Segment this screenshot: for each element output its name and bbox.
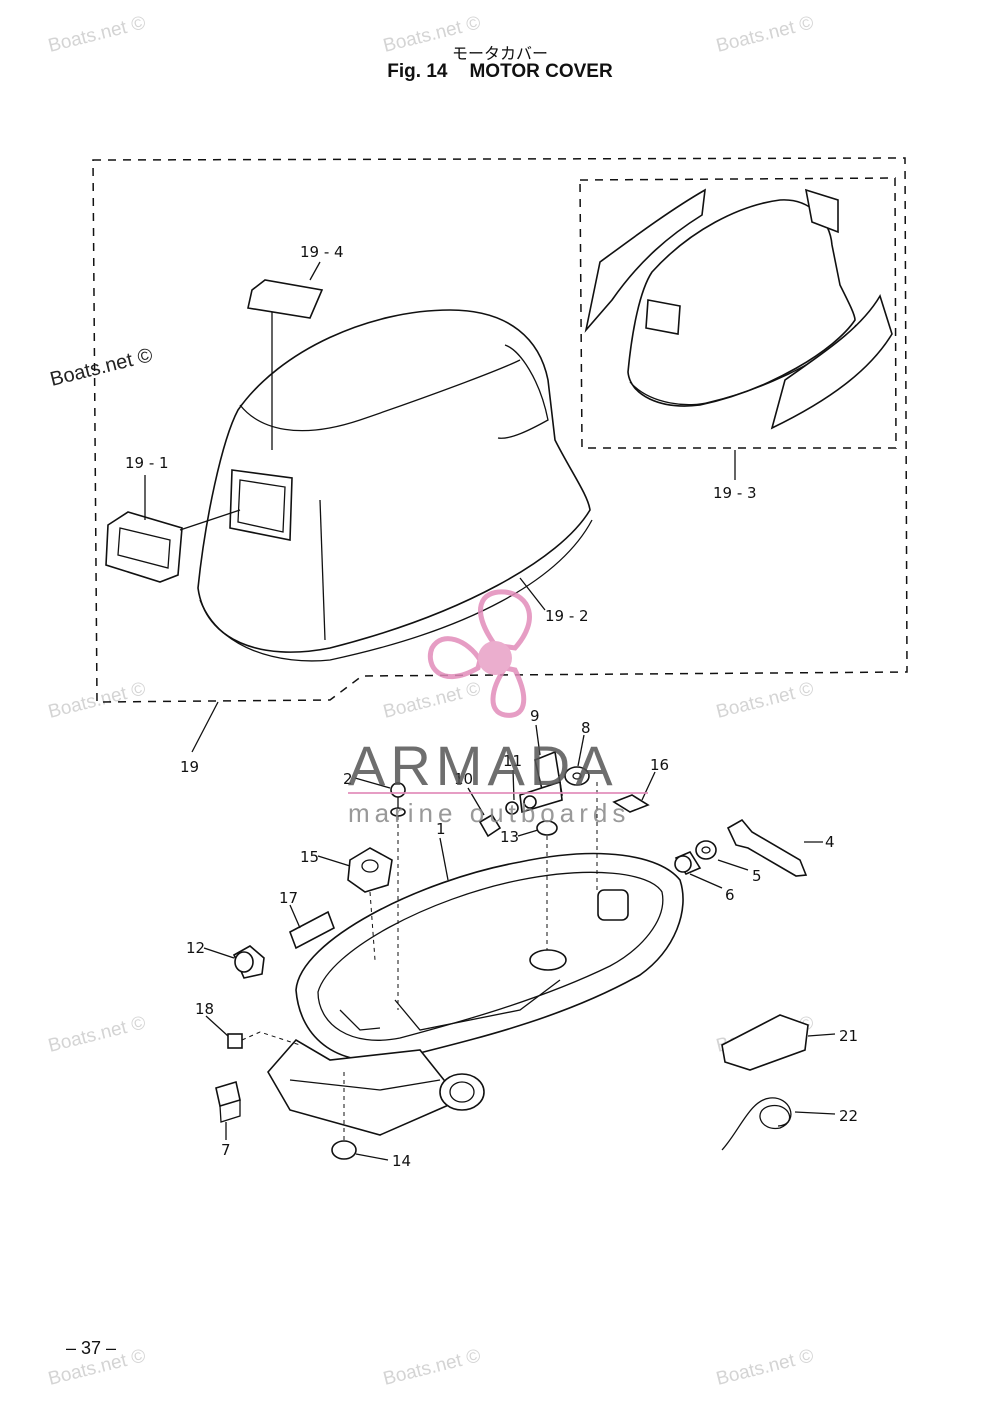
callout-11: 11 <box>503 752 522 770</box>
callout-labels: 19 - 4 19 - 1 19 - 3 19 - 2 19 9 8 2 10 … <box>125 243 858 1170</box>
washer-5 <box>695 840 717 860</box>
callout-13: 13 <box>500 828 519 846</box>
callout-1: 1 <box>436 820 446 838</box>
watermark: Boats.net © <box>714 12 816 56</box>
bottom-cowling <box>267 852 684 1136</box>
decal-19-4 <box>247 279 324 319</box>
propeller-icon <box>427 589 532 718</box>
bolt-2 <box>390 782 406 1010</box>
watermark: Boats.net © <box>381 12 483 56</box>
callout-17: 17 <box>279 889 298 907</box>
callout-19-3: 19 - 3 <box>713 484 757 502</box>
page-number: – 37 – <box>66 1338 117 1358</box>
callout-12: 12 <box>186 939 205 957</box>
watermark: Boats.net © <box>714 1345 816 1389</box>
callout-6: 6 <box>725 886 735 904</box>
watermark-layer: Boats.net © Boats.net © Boats.net © Boat… <box>46 12 816 1389</box>
decal-18 <box>227 1031 301 1049</box>
callout-7: 7 <box>221 1141 231 1159</box>
grommet-12 <box>232 945 265 979</box>
callout-22: 22 <box>839 1107 858 1125</box>
callout-21: 21 <box>839 1027 858 1045</box>
nut-14 <box>331 1070 357 1160</box>
grommet-7 <box>215 1080 241 1123</box>
callout-16: 16 <box>650 756 669 774</box>
armada-logo: ARMADA marine outboards <box>348 589 648 828</box>
watermark: Boats.net © <box>381 1345 483 1389</box>
watermark: Boats.net © <box>381 678 483 722</box>
callout-19: 19 <box>180 758 199 776</box>
callout-14: 14 <box>392 1152 411 1170</box>
logo-wordmark: ARMADA <box>348 734 618 797</box>
grommet-19-1 <box>105 509 241 583</box>
grommet-8 <box>564 766 590 786</box>
nut-13 <box>536 820 558 836</box>
watermark-dark: Boats.net © <box>48 344 155 391</box>
callout-19-4: 19 - 4 <box>300 243 344 261</box>
bolt-10 <box>478 813 502 838</box>
callout-2: 2 <box>343 770 353 788</box>
callout-18: 18 <box>195 1000 214 1018</box>
callout-10: 10 <box>454 770 473 788</box>
watermark: Boats.net © <box>46 12 148 56</box>
grommet-15 <box>347 847 393 961</box>
callout-15: 15 <box>300 848 319 866</box>
assembly-19-boundary <box>92 157 908 703</box>
decal-16 <box>612 794 650 813</box>
logo-tagline: marine outboards <box>348 798 630 828</box>
decal-17 <box>289 910 335 950</box>
title-japanese: モータカバー <box>451 44 548 63</box>
lever-4 <box>726 818 808 877</box>
callout-9: 9 <box>530 707 540 725</box>
figure-title: Fig. 14 MOTOR COVER <box>0 61 1000 83</box>
watermark: Boats.net © <box>714 678 816 722</box>
callout-19-1: 19 - 1 <box>125 454 169 472</box>
figure-number: Fig. 14 <box>387 61 448 82</box>
cord-22 <box>721 1097 836 1151</box>
figure-name: MOTOR COVER <box>469 61 613 82</box>
pouch-21 <box>721 1014 836 1071</box>
top-cowling <box>197 309 593 662</box>
callout-19-2: 19 - 2 <box>545 607 589 625</box>
callout-5: 5 <box>752 867 762 885</box>
collar-6 <box>674 850 702 876</box>
callout-8: 8 <box>581 719 591 737</box>
callout-4: 4 <box>825 833 835 851</box>
washer-11 <box>505 795 537 815</box>
graphic-set-boundary <box>579 177 897 449</box>
watermark: Boats.net © <box>46 1012 148 1056</box>
graphic-set-19-3 <box>584 188 893 480</box>
